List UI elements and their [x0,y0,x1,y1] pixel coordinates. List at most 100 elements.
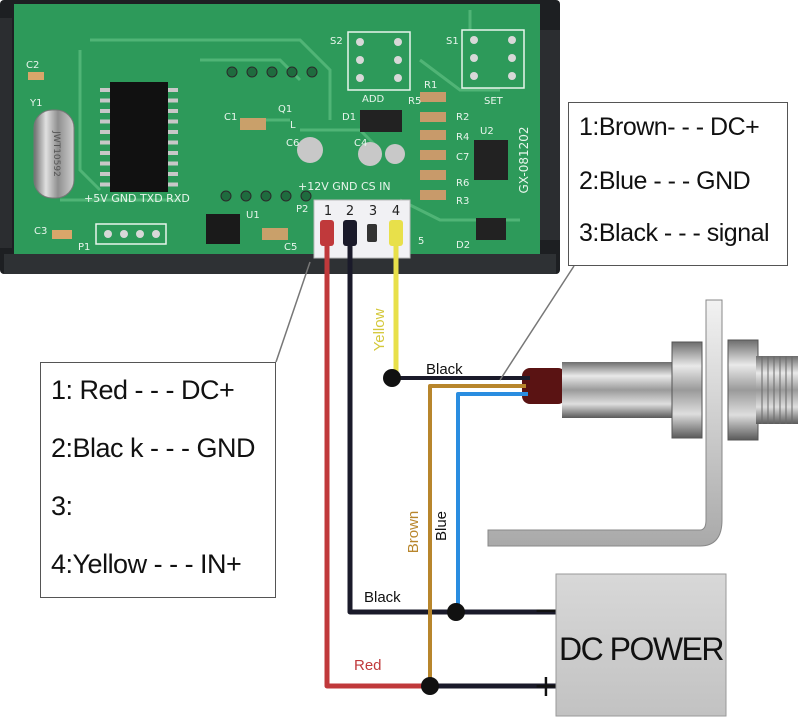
smd-c3 [52,230,72,239]
label-black-top: Black [426,361,463,378]
label-black-bottom: Black [364,589,401,606]
legend-board-line-2: 2:Blac k - - - GND [51,433,256,463]
ic-u2 [474,140,508,180]
button-set-pad [461,29,525,89]
silk-c2: C2 [26,60,39,71]
serial-header-p1 [95,223,167,245]
button-add-pad [347,31,411,91]
counter-module: JWT10592 [0,0,560,274]
ic-pin [100,161,110,166]
wire-black-board [347,246,456,615]
case-right-tab [540,30,560,240]
button-add-pins [356,38,402,82]
wire-blue [456,392,528,612]
sensor-nut-left [671,341,703,439]
connector-pin-3 [367,224,377,242]
silk-r5: R5 [408,96,421,107]
ic-pin [168,98,178,103]
dc-power-box [555,573,727,717]
silk-s2: S2 [330,36,343,47]
ic-pin [100,109,110,113]
legend-board-line-3: 3: [51,491,73,521]
ic-pin [168,172,178,176]
ic-pin [168,88,178,92]
label-brown: Brown [405,511,422,554]
silk-l: L [290,120,296,131]
cap-c6 [297,137,323,163]
silk-c6: C6 [286,138,299,149]
silk-c4: C4 [354,138,367,149]
junction-dcplus [421,677,439,695]
sensor-body [562,362,674,418]
silk-sensor-pins: +12V GND CS IN [298,180,391,193]
smd-c2 [28,72,44,80]
connector-number-4: 4 [392,204,400,219]
sensor-thread [756,356,798,424]
regulator-u1 [206,214,240,244]
silk-c1: C1 [224,112,237,123]
silk-c3: C3 [34,226,47,237]
proximity-sensor [487,299,798,547]
ic-pin [168,140,178,145]
label-yellow: Yellow [371,308,388,351]
legend-board-pins: 1: Red - - - DC+ 2:Blac k - - - GND 3: 4… [40,362,276,598]
legend-board-line-4: 4:Yellow - - - IN+ [51,549,242,579]
sensor-thread-lines [761,356,793,424]
silk-q1: Q1 [278,104,292,115]
silk-c5: C5 [284,242,297,253]
silk-r4: R4 [456,132,469,143]
silk-five: 5 [418,236,424,247]
silk-p1: P1 [78,242,90,253]
legend-sensor-line-2: 2:Blue - - - GND [579,167,751,195]
connector-number-3: 3 [369,204,377,219]
ic-pin [100,140,110,145]
resistor-column [420,92,446,200]
silk-y1: Y1 [29,98,42,109]
silk-p2: P2 [296,204,308,215]
ic-pin [100,119,110,124]
connector-pin-4 [389,220,403,246]
silk-d2: D2 [456,240,470,251]
case-bottom-rail [4,254,556,274]
connector-pin-1 [320,220,334,246]
smd-c5 [262,228,288,240]
ic-pin [100,182,110,187]
junction-signal [383,369,401,387]
silk-r6: R6 [456,178,469,189]
ic-pin [168,119,178,124]
sensor-nut-right [727,339,759,441]
ic-pin [168,130,178,134]
silk-crystal: JWT10592 [51,130,61,177]
button-set-pins [470,36,516,80]
ic-pin [100,88,110,92]
connector-number-1: 1 [324,204,332,219]
serial-header-pins [104,230,160,238]
connector-number-2: 2 [346,204,354,219]
ic-pin [100,151,110,155]
dc-power-minus: − [533,593,558,628]
callout-board [275,261,311,363]
crystal-oscillator [33,109,75,199]
wire-red [324,246,430,689]
case-left-tab [0,18,12,248]
ic-pin [100,172,110,176]
ic-pin [168,161,178,166]
wire-brown [428,384,526,686]
silk-r1: R1 [424,80,437,91]
silk-c7: C7 [456,152,469,163]
label-blue: Blue [433,511,450,541]
dc-power-plus: + [533,669,558,704]
silk-set: SET [484,96,504,107]
cap-c4 [358,142,382,166]
silk-d1: D1 [342,112,356,123]
legend-sensor-line-1: 1:Brown- - - DC+ [579,113,760,141]
silk-s1: S1 [446,36,459,47]
legend-board-line-1: 1: Red - - - DC+ [51,375,235,405]
ic-pin [100,130,110,134]
silk-add: ADD [362,94,385,105]
legend-sensor-wires: 1:Brown- - - DC+ 2:Blue - - - GND 3:Blac… [568,102,788,266]
connector-pin-2 [343,220,357,246]
ic-pin [168,109,178,113]
wires [324,246,556,689]
